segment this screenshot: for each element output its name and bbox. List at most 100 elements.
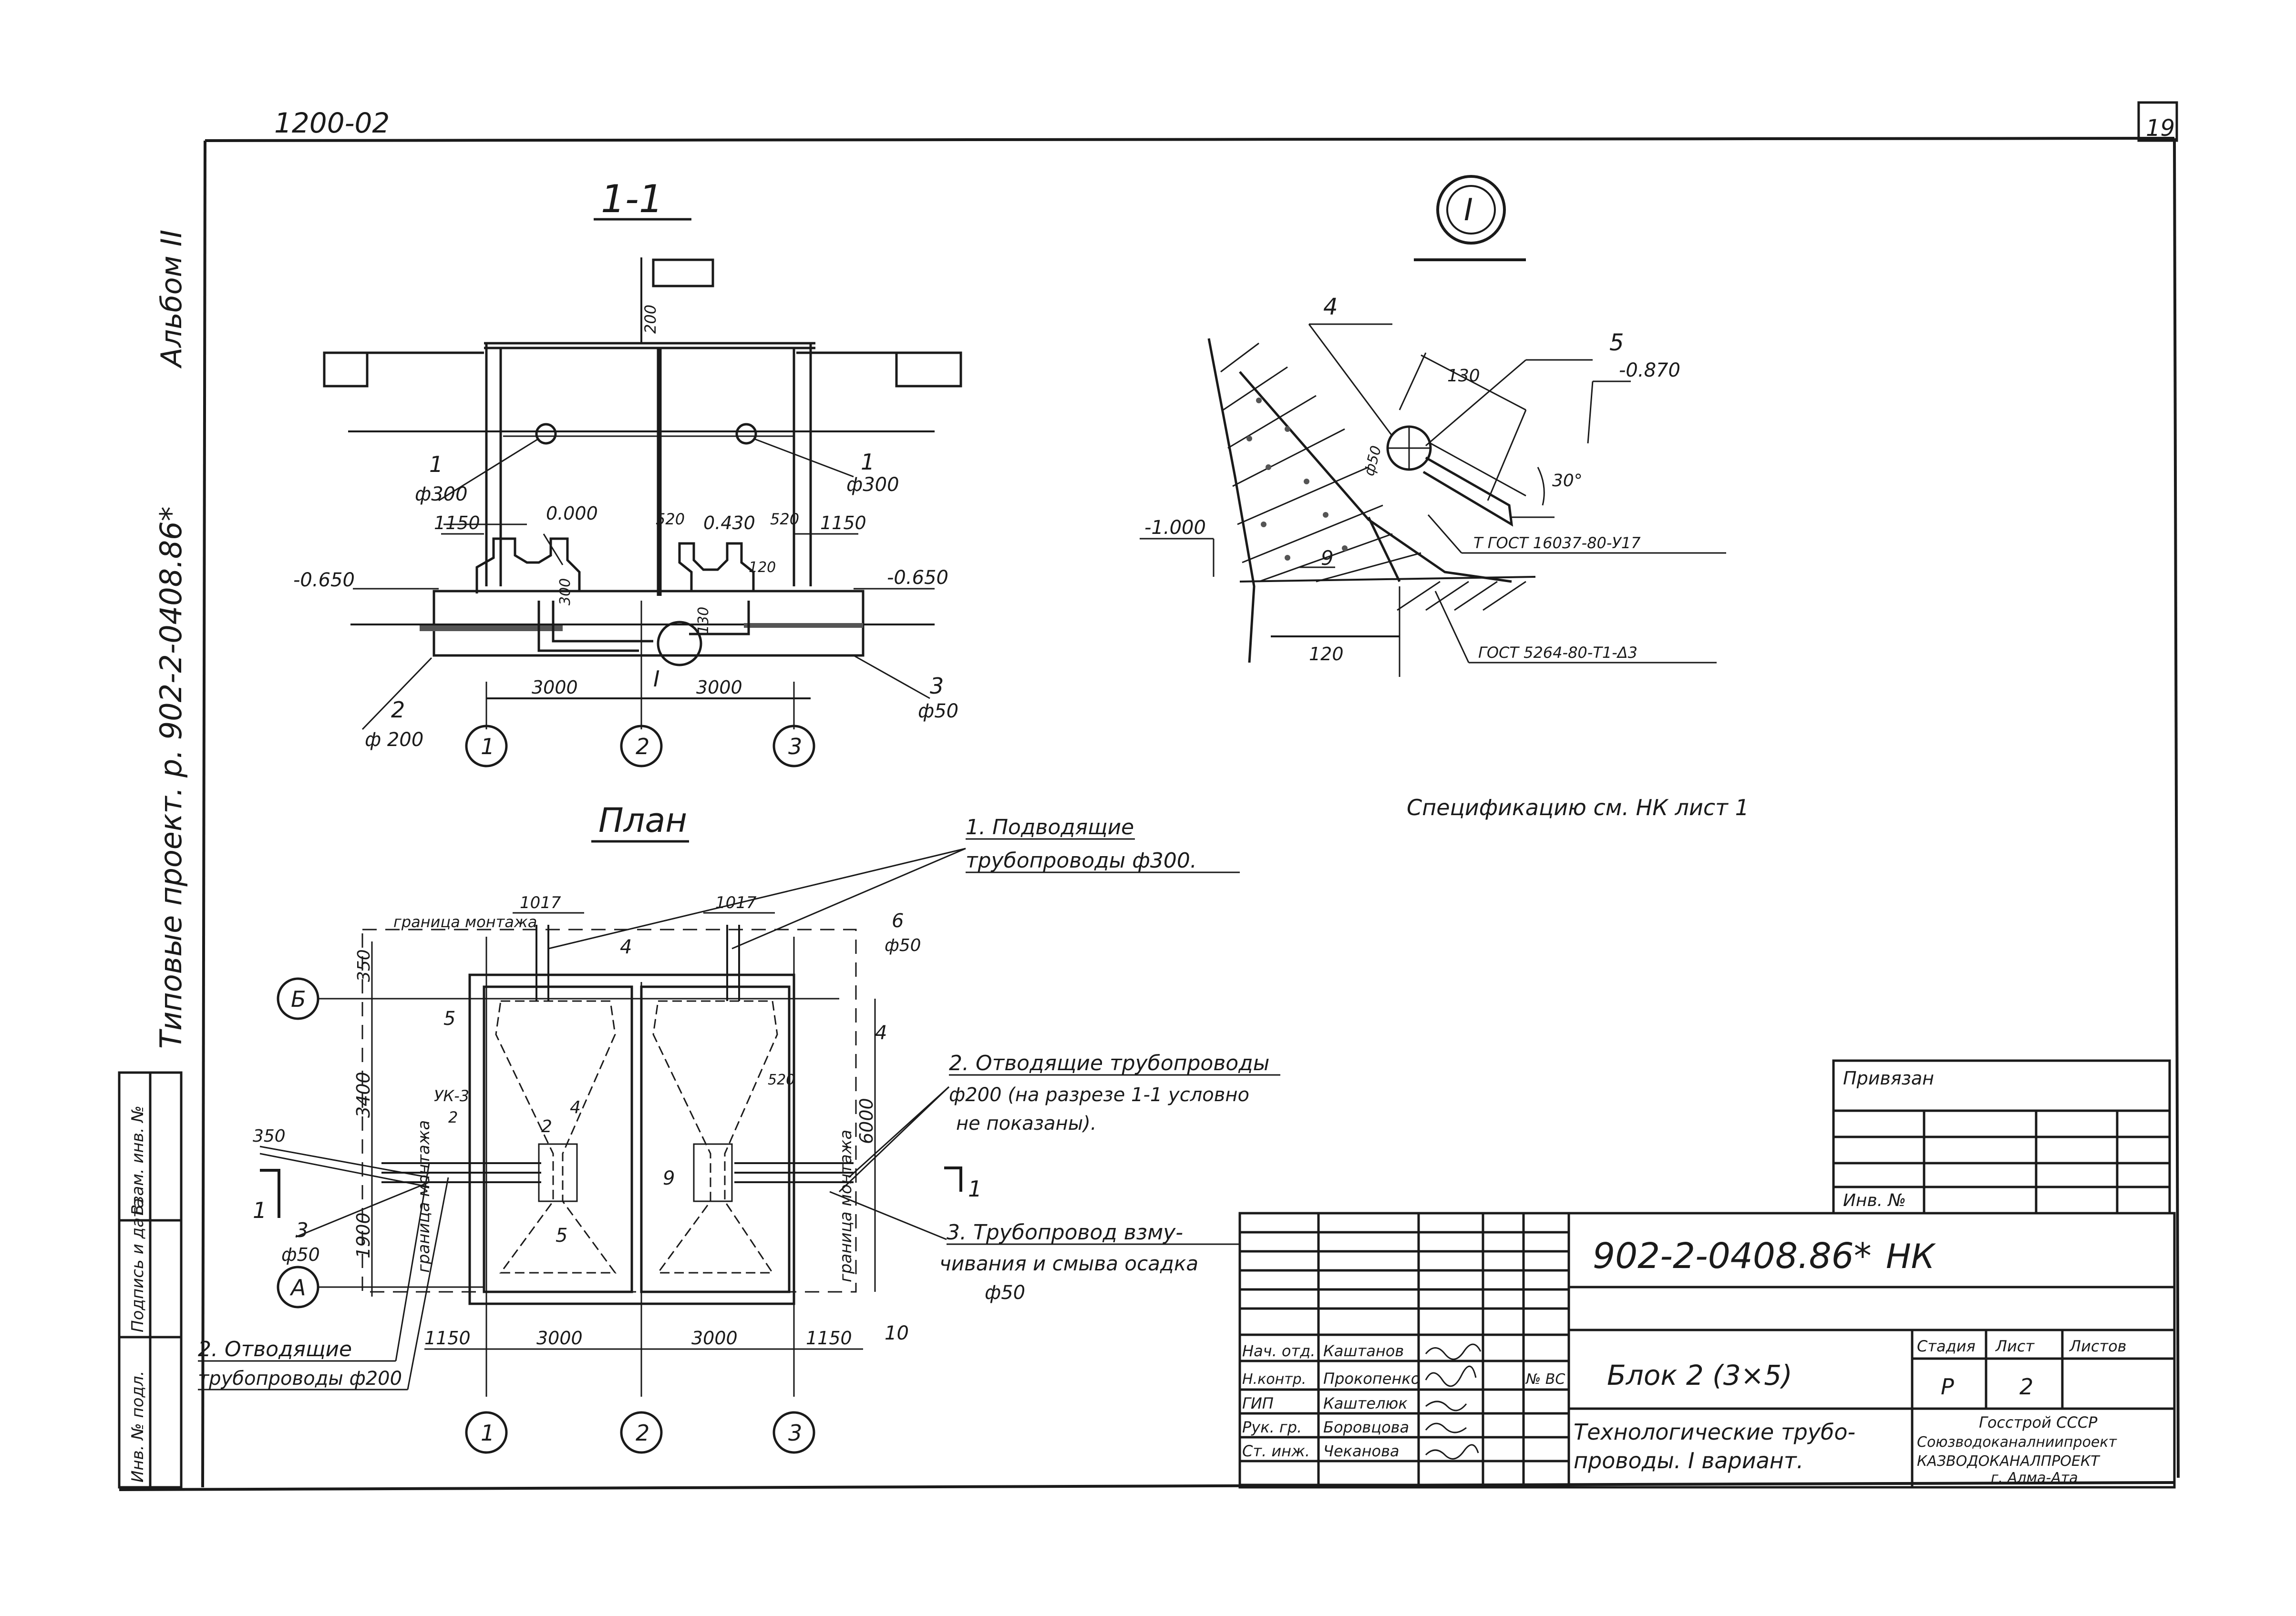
tb-role-1: Н.контр. [1242, 1371, 1306, 1388]
sec-dim-120: 120 [749, 559, 776, 576]
sec-pipe-right: 1 [861, 449, 875, 475]
det-p9: 9 [1321, 546, 1334, 570]
plan-dim-1150-r: 1150 [806, 1328, 852, 1349]
plan-dim-1017-l: 1017 [520, 893, 561, 912]
stamp-col-inv: Инв. № подл. [128, 1371, 147, 1483]
sec-axis-1: 1 [481, 734, 494, 759]
plan-p3: 3 [296, 1218, 309, 1242]
plan-view: План 1. Подводящие трубопроводы ф300. 2.… [198, 801, 1280, 1454]
plan-dim-1017-r: 1017 [715, 893, 757, 912]
sec-pos3-d: ф50 [918, 700, 958, 722]
tb-code: 902-2-0408.86* [1593, 1236, 1872, 1277]
plan-p3-d: ф50 [281, 1244, 320, 1265]
sec-pos2: 2 [391, 697, 405, 723]
tb-stage: Р [1941, 1374, 1954, 1400]
tb-block: Блок 2 (3×5) [1607, 1359, 1792, 1391]
plan-dim-520: 520 [768, 1072, 795, 1088]
plan-c3-a: 3. Трубопровод взму- [947, 1220, 1183, 1245]
sec-dim-520-r: 520 [770, 510, 799, 528]
plan-row-B: Б [291, 986, 306, 1012]
plan-p6: 6 [892, 910, 904, 932]
det-p4: 4 [1323, 294, 1338, 320]
doc-code-top: 1200-02 [274, 107, 390, 139]
section-1-1: 1-1 [293, 177, 962, 767]
plan-zone-left: граница монтажа [414, 1120, 433, 1273]
tb-sheet: 2 [2019, 1374, 2033, 1400]
sec-axis-2: 2 [636, 734, 649, 759]
tb-role-2: ГИП [1242, 1394, 1274, 1412]
sec-pos2-d: ф 200 [365, 729, 423, 751]
tb-org-d: г. Алма-Ата [1991, 1470, 2078, 1486]
plan-p4b: 4 [875, 1022, 887, 1044]
side-album: Альбом II [155, 230, 188, 369]
det-elev-m1000: -1.000 [1144, 517, 1206, 539]
det-dim-120: 120 [1309, 644, 1344, 665]
tb-h-stage: Стадия [1917, 1337, 1976, 1355]
plan-axis-1: 1 [481, 1420, 494, 1446]
detail-id: I [1464, 193, 1473, 228]
stamp-col-replace: Взам. инв. № [128, 1105, 147, 1216]
plan-dim-1900: 1900 [353, 1212, 374, 1258]
sec-pos3: 3 [930, 673, 944, 699]
plan-c3-c: ф50 [985, 1282, 1025, 1304]
section-title: 1-1 [601, 177, 663, 221]
det-angle: 30° [1552, 471, 1583, 491]
sec-axis-3: 3 [788, 734, 802, 759]
sec-dim-200: 200 [641, 305, 659, 334]
tb-name-0: Каштанов [1323, 1342, 1404, 1360]
tb-role-3: Рук. гр. [1242, 1418, 1302, 1436]
plan-row-A: А [289, 1275, 306, 1300]
plan-dim-350-h: 350 [253, 1126, 286, 1146]
spec-note: Спецификацию см. НК лист 1 [1407, 795, 1749, 820]
det-dim-130: 130 [1447, 366, 1480, 386]
tb-mark: НК [1886, 1237, 1936, 1276]
sheet-number: 19 [2146, 115, 2175, 142]
sec-ref-I: I [653, 666, 660, 692]
plan-axis-3: 3 [788, 1420, 802, 1446]
plan-axis-2: 2 [636, 1420, 649, 1446]
plan-dim-6000: 6000 [856, 1098, 877, 1144]
tb-name-4: Чеканова [1323, 1442, 1400, 1460]
tie-title: Привязан [1843, 1068, 1934, 1089]
tb-h-sheet: Лист [1995, 1337, 2035, 1355]
tb-org-c: КАЗВОДОКАНАЛПРОЕКТ [1917, 1453, 2100, 1470]
plan-p6-d: ф50 [885, 936, 921, 955]
sec-elev-m0650-r: -0.650 [887, 567, 948, 589]
sec-pipe-right-d: ф300 [846, 474, 899, 496]
sec-dim-520-l: 520 [656, 510, 685, 528]
plan-c1-a: 1. Подводящие [966, 815, 1134, 839]
tb-name-1: Прокопенко [1323, 1370, 1420, 1388]
det-gost1: Т ГОСТ 16037-80-У17 [1473, 534, 1641, 552]
tb-name-3: Боровцова [1323, 1418, 1409, 1436]
sec-dim-3000-a: 3000 [532, 677, 578, 698]
tb-desc-a: Технологические трубо- [1574, 1419, 1855, 1445]
det-elev-m0870: -0.870 [1619, 359, 1680, 381]
side-series: Типовые проект. р. 902-2-0408.86* [154, 506, 188, 1049]
sec-elev-0000: 0.000 [546, 503, 598, 524]
tb-org-b: Союзводоканалниипроект [1917, 1434, 2118, 1451]
tie-inv: Инв. № [1843, 1191, 1906, 1210]
plan-p2: 2 [541, 1117, 552, 1136]
tb-role-4: Ст. инж. [1242, 1442, 1310, 1460]
side-stamp [118, 1071, 183, 1489]
signatures [1425, 1343, 1482, 1460]
plan-c4-a: 2. Отводящие [198, 1337, 352, 1361]
plan-dim-350-v: 350 [354, 949, 374, 982]
det-p5: 5 [1609, 329, 1624, 356]
plan-p10: 10 [885, 1322, 909, 1344]
plan-c2-b: ф200 (на разрезе 1-1 условно [949, 1084, 1249, 1106]
plan-dim-3400: 3400 [353, 1072, 374, 1118]
detail-I: I [1140, 175, 1726, 677]
plan-p5a: 5 [443, 1008, 455, 1030]
sec-dim-3000-b: 3000 [696, 677, 742, 698]
sec-pipe-left: 1 [429, 451, 443, 477]
tb-org-a: Госстрой СССР [1979, 1413, 2098, 1432]
plan-cut-l: 1 [253, 1197, 267, 1223]
plan-c3-b: чивания и смыва осадка [939, 1252, 1198, 1275]
tb-role-0: Нач. отд. [1242, 1342, 1315, 1360]
plan-c2-c: не показаны). [956, 1113, 1097, 1135]
tb-h-sheets: Листов [2069, 1337, 2127, 1355]
plan-dim-3000-b: 3000 [691, 1328, 738, 1349]
det-gost2: ГОСТ 5264-80-Т1-Δ3 [1478, 644, 1637, 662]
